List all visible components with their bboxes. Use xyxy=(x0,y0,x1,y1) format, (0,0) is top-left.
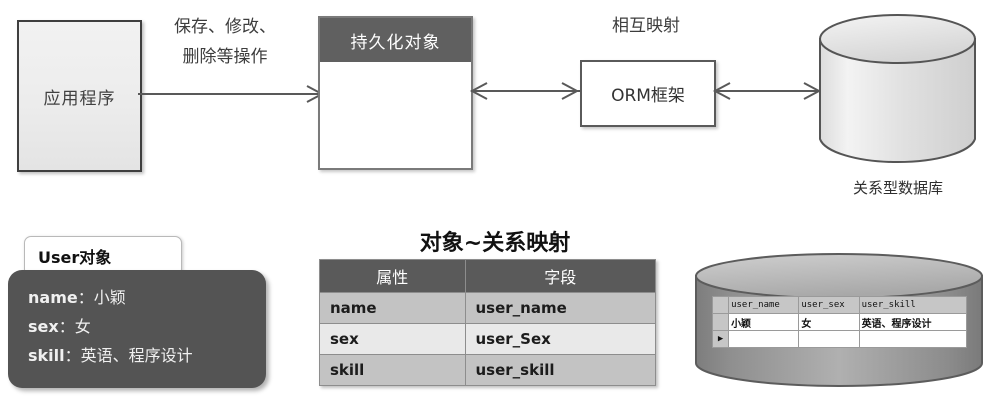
arrowhead-orm-left xyxy=(712,82,731,100)
user-attribute-separator: ： xyxy=(64,346,81,365)
db-cell-user-name xyxy=(728,330,800,348)
relational-database-cylinder xyxy=(819,14,976,164)
table-row: sex user_Sex xyxy=(319,323,656,355)
db-cell-user-sex: 女 xyxy=(798,313,860,331)
arrowhead-persistence-left xyxy=(469,82,488,100)
column-header-attribute: 属性 xyxy=(319,259,466,293)
user-object-tab-label: User对象 xyxy=(38,248,112,267)
connector-persistence-to-orm xyxy=(471,90,580,92)
user-attribute-key: name xyxy=(28,288,78,307)
user-object-body: name：小颖 sex：女 skill：英语、程序设计 xyxy=(8,270,266,388)
user-attribute-row: skill：英语、程序设计 xyxy=(28,341,266,370)
user-attribute-value: 女 xyxy=(74,317,91,336)
db-cell-user-skill: 英语、程序设计 xyxy=(858,313,968,331)
db-table-row: 小颖 女 英语、程序设计 xyxy=(711,313,968,331)
table-header-row: 属性 字段 xyxy=(319,259,656,293)
db-column-header-user-skill: user_skill xyxy=(858,296,968,314)
db-column-header-user-sex: user_sex xyxy=(798,296,860,314)
arrowhead-orm-right xyxy=(561,82,580,100)
connector-app-to-persistence xyxy=(138,93,320,95)
user-attribute-key: skill xyxy=(28,346,65,365)
row-selector-cell[interactable] xyxy=(711,313,730,331)
operations-label: 保存、修改、 删除等操作 xyxy=(150,12,300,72)
row-selector-header xyxy=(711,296,730,314)
cell-attribute: sex xyxy=(319,323,466,355)
mapping-table: 属性 字段 name user_name sex user_Sex skill … xyxy=(319,259,656,386)
orm-framework-label: ORM框架 xyxy=(611,86,685,106)
row-selector-cell-active[interactable]: ▶ xyxy=(711,330,730,348)
cell-attribute: name xyxy=(319,292,466,324)
database-records-grid: user_name user_sex user_skill 小颖 女 英语、程序… xyxy=(711,296,968,348)
mutual-mapping-label: 相互映射 xyxy=(612,16,680,36)
db-column-header-user-name: user_name xyxy=(728,296,800,314)
operations-label-line1: 保存、修改、 xyxy=(174,17,276,37)
mapping-table-title: 对象~关系映射 xyxy=(419,231,571,256)
persistence-object-box: 持久化对象 xyxy=(318,16,473,170)
table-row: skill user_skill xyxy=(319,354,656,386)
user-attribute-separator: ： xyxy=(77,288,94,307)
user-attribute-key: sex xyxy=(28,317,59,336)
user-attribute-row: name：小颖 xyxy=(28,283,266,312)
connector-orm-to-database xyxy=(714,90,822,92)
user-attribute-value: 英语、程序设计 xyxy=(80,346,193,365)
orm-framework-box: ORM框架 xyxy=(580,60,716,127)
db-header-row: user_name user_sex user_skill xyxy=(711,296,968,314)
application-program-label: 应用程序 xyxy=(43,88,116,109)
table-row: name user_name xyxy=(319,292,656,324)
user-attribute-value: 小颖 xyxy=(93,288,126,307)
user-object-tab: User对象 xyxy=(24,236,182,276)
application-program-box: 应用程序 xyxy=(17,20,142,172)
user-attribute-row: sex：女 xyxy=(28,312,266,341)
db-cell-user-name: 小颖 xyxy=(728,313,800,331)
db-cell-user-sex xyxy=(798,330,860,348)
persistence-object-title: 持久化对象 xyxy=(320,18,471,62)
cell-attribute: skill xyxy=(319,354,466,386)
new-row-marker-icon: ▶ xyxy=(717,333,724,344)
user-attribute-separator: ： xyxy=(58,317,75,336)
column-header-field: 字段 xyxy=(464,259,656,293)
relational-database-caption: 关系型数据库 xyxy=(852,179,943,197)
cell-field: user_Sex xyxy=(464,323,656,355)
db-cell-user-skill xyxy=(858,330,968,348)
cell-field: user_skill xyxy=(464,354,656,386)
cell-field: user_name xyxy=(464,292,656,324)
db-table-row-new: ▶ xyxy=(711,330,968,348)
operations-label-line2: 删除等操作 xyxy=(182,47,268,67)
